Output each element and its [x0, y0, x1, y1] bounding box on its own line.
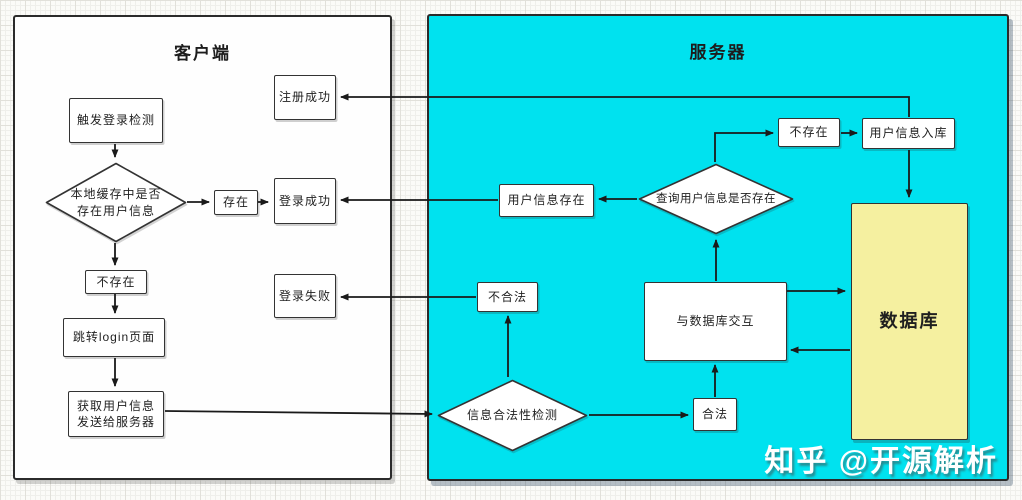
node-not-exists-server: 不存在 [778, 118, 840, 147]
node-user-info-exists: 用户信息存在 [499, 184, 594, 217]
node-database: 数据库 [851, 203, 968, 440]
node-valid-label: 合法 [693, 398, 737, 431]
node-login-success: 登录成功 [274, 178, 336, 224]
server-panel-title: 服务器 [689, 43, 747, 62]
node-exists-label: 存在 [214, 190, 258, 215]
watermark-zhihu: 知乎 @开源解析 [764, 445, 998, 478]
node-invalid-label: 不合法 [477, 282, 538, 312]
decision-local-cache-check: 本地缓存中是否 存在用户信息 [45, 162, 187, 243]
node-db-interact: 与数据库交互 [644, 282, 787, 361]
node-get-user-info-send-server: 获取用户信息 发送给服务器 [68, 391, 164, 437]
node-trigger-login-check: 触发登录检测 [69, 98, 163, 143]
decision-info-validity-check: 信息合法性检测 [437, 379, 588, 452]
decision-query-user-info-exists: 查询用户信息是否存在 [638, 163, 794, 235]
node-goto-login-page: 跳转login页面 [63, 318, 165, 357]
client-panel-title: 客户端 [174, 44, 231, 63]
node-register-success: 注册成功 [274, 75, 336, 120]
node-login-fail: 登录失败 [274, 274, 336, 318]
node-not-exists-client: 不存在 [85, 270, 147, 294]
node-store-user-info: 用户信息入库 [862, 118, 955, 149]
